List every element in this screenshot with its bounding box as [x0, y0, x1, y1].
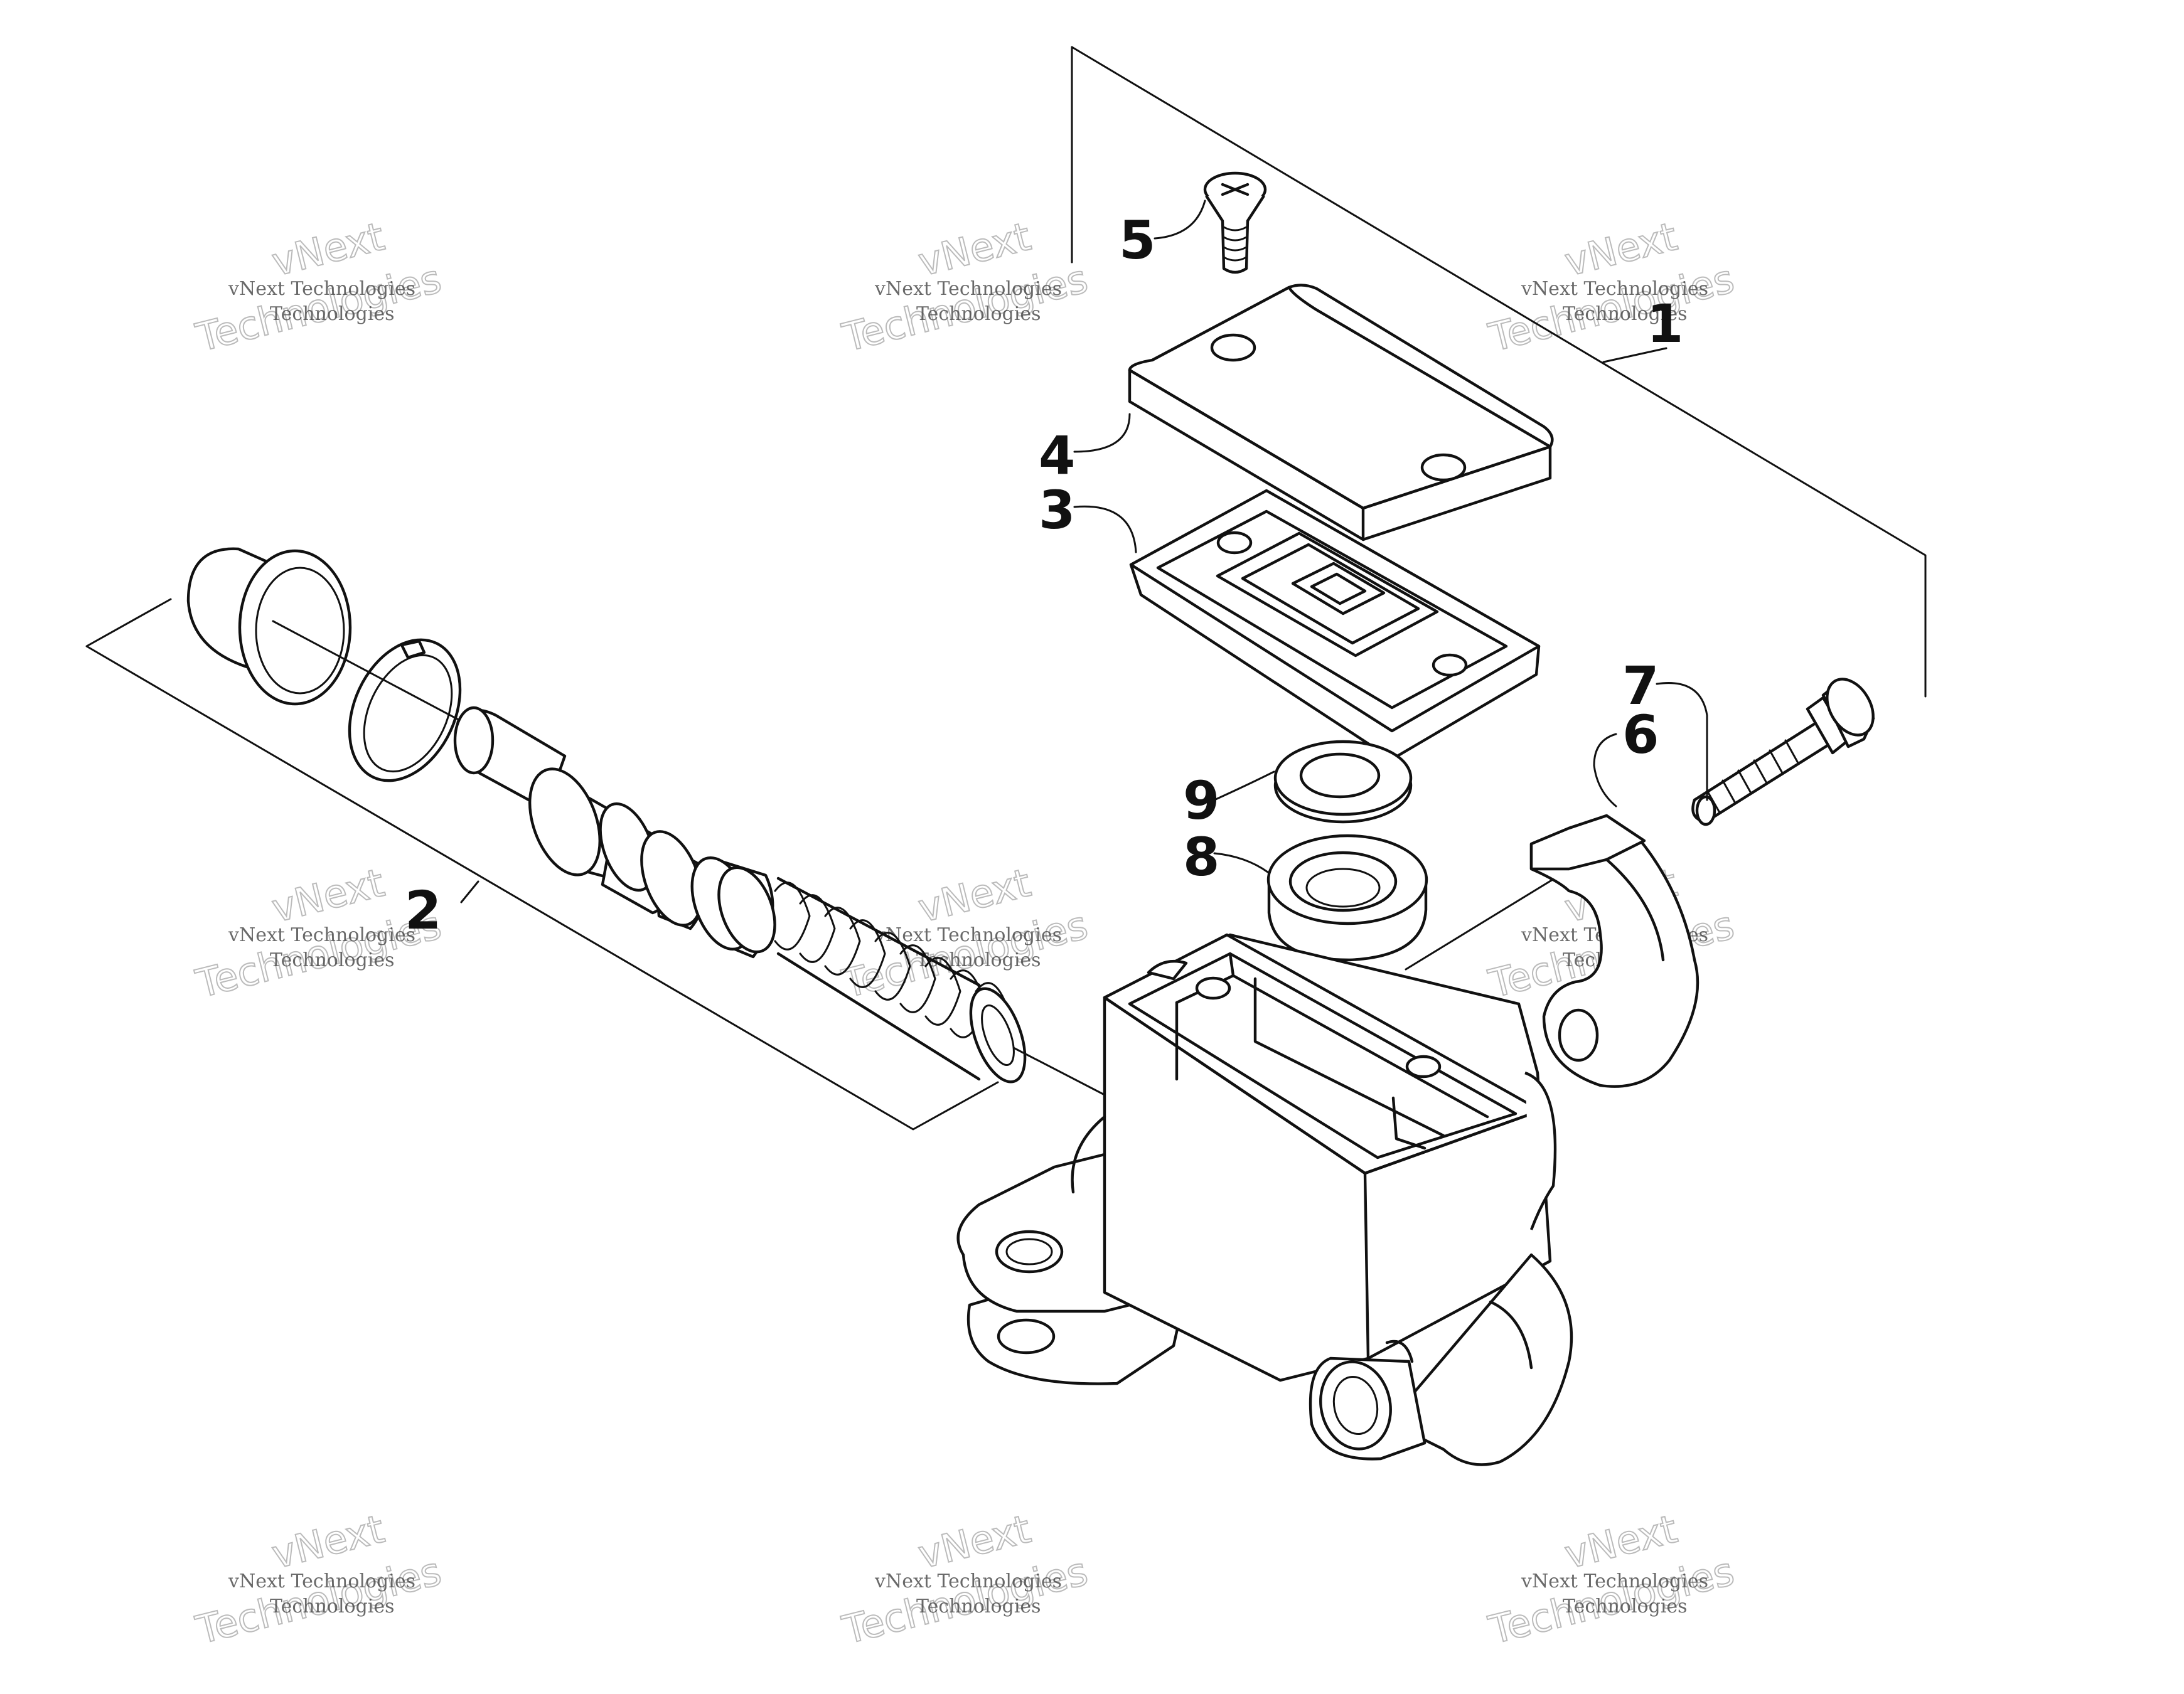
svg-text:Technologies: Technologies [270, 1595, 395, 1617]
svg-text:Technologies: Technologies [1563, 303, 1688, 325]
part-screw [1203, 171, 1267, 274]
part-bolt [1691, 678, 1875, 826]
watermark-tile: vNext Technologies vNext Technologies Te… [1484, 213, 1739, 361]
svg-text:vNext Technologies: vNext Technologies [228, 924, 415, 946]
callout-4: 4 [1039, 425, 1075, 486]
svg-text:vNext Technologies: vNext Technologies [228, 1570, 415, 1592]
svg-text:vNext Technologies: vNext Technologies [874, 924, 1062, 946]
callout-5: 5 [1119, 210, 1155, 271]
watermark-tile: vNext Technologies vNext Technologies Te… [837, 213, 1093, 361]
watermark-tile: vNext Technologies vNext Technologies Te… [1484, 1505, 1739, 1654]
part-master-cylinder-body [956, 933, 1573, 1466]
leader-8 [1213, 852, 1269, 873]
leader-3 [1073, 505, 1137, 553]
leader-6 [1593, 733, 1617, 807]
callout-6: 6 [1622, 704, 1659, 765]
leader-4 [1073, 413, 1131, 453]
svg-text:Technologies: Technologies [1563, 1595, 1688, 1617]
svg-text:vNext Technologies: vNext Technologies [874, 1570, 1062, 1592]
part-seal [1266, 834, 1428, 962]
watermark-tile: vNext Technologies vNext Technologies Te… [191, 1505, 446, 1654]
callout-3: 3 [1039, 479, 1075, 541]
svg-text:Technologies: Technologies [916, 303, 1041, 325]
part-piston-kit [186, 547, 1106, 1096]
part-washer [1273, 740, 1413, 824]
callout-2: 2 [405, 880, 441, 941]
callout-9: 9 [1183, 770, 1219, 831]
callout-8: 8 [1183, 826, 1219, 888]
assembly-bracket-2 [85, 598, 999, 1131]
callout-1: 1 [1647, 293, 1683, 354]
svg-text:Technologies: Technologies [916, 1595, 1041, 1617]
callout-7: 7 [1622, 655, 1659, 716]
part-clamp [1529, 814, 1700, 1088]
axis-line-bolt [1405, 865, 1576, 971]
watermark-tile: vNext Technologies vNext Technologies Te… [837, 1505, 1093, 1654]
svg-text:Technologies: Technologies [916, 949, 1041, 971]
svg-text:vNext Technologies: vNext Technologies [1521, 278, 1708, 300]
leader-lines [1073, 200, 1708, 873]
leader-7 [1656, 682, 1708, 801]
part-diaphragm [1129, 489, 1541, 761]
svg-text:Technologies: Technologies [270, 949, 395, 971]
svg-text:Technologies: Technologies [270, 303, 395, 325]
leader-5 [1154, 200, 1206, 240]
part-reservoir-cover [1128, 284, 1554, 541]
watermark-tile: vNext Technologies vNext Technologies Te… [191, 213, 446, 361]
svg-text:vNext Technologies: vNext Technologies [874, 278, 1062, 300]
assembly-bracket-1 [1071, 46, 1927, 698]
svg-text:vNext Technologies: vNext Technologies [228, 278, 415, 300]
svg-text:vNext Technologies: vNext Technologies [1521, 1570, 1708, 1592]
callout-labels: 1 2 3 4 5 6 7 8 9 [405, 210, 1683, 941]
leader-9 [1213, 770, 1275, 801]
